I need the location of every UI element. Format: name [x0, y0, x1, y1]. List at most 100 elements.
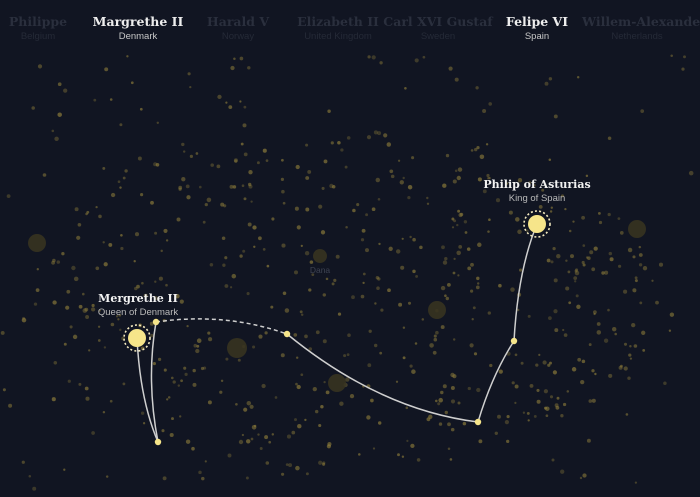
- background-star: [611, 326, 617, 332]
- background-star: [368, 329, 372, 333]
- path-node[interactable]: [152, 318, 160, 326]
- background-star: [412, 269, 416, 274]
- background-star: [311, 273, 315, 276]
- background-star: [120, 233, 123, 237]
- background-star: [327, 109, 331, 113]
- path-node[interactable]: [283, 330, 291, 338]
- background-star: [179, 299, 184, 304]
- background-star: [401, 237, 404, 240]
- background-star: [553, 309, 558, 314]
- background-star: [437, 402, 441, 406]
- background-star: [603, 338, 609, 343]
- path-node[interactable]: [474, 418, 482, 426]
- background-star: [450, 427, 455, 432]
- background-star: [548, 158, 552, 161]
- background-star: [296, 384, 301, 390]
- background-star: [295, 465, 300, 471]
- background-star: [402, 326, 406, 329]
- background-star: [422, 55, 426, 59]
- background-star: [84, 386, 89, 391]
- background-star: [409, 235, 412, 239]
- path-node[interactable]: [510, 337, 518, 345]
- background-star: [632, 288, 637, 293]
- background-star: [486, 173, 490, 178]
- background-star: [452, 179, 457, 184]
- background-star: [119, 186, 122, 189]
- background-star: [568, 301, 572, 305]
- background-star: [98, 214, 102, 219]
- background-star: [453, 219, 457, 223]
- background-star: [361, 228, 366, 233]
- background-star: [407, 301, 412, 305]
- background-star: [582, 473, 587, 478]
- background-star: [118, 313, 122, 317]
- background-star: [321, 186, 325, 190]
- background-star: [53, 361, 58, 365]
- background-star: [71, 265, 76, 271]
- background-star: [411, 156, 415, 160]
- background-star: [36, 268, 39, 271]
- background-star: [642, 266, 648, 271]
- background-star: [467, 386, 471, 391]
- path-node[interactable]: [154, 438, 162, 446]
- background-star: [395, 380, 399, 383]
- background-star: [401, 455, 405, 458]
- background-star: [383, 133, 388, 138]
- background-star: [126, 55, 129, 58]
- background-star: [441, 245, 445, 250]
- background-star: [130, 81, 134, 85]
- background-star: [452, 374, 457, 379]
- background-star: [248, 170, 253, 175]
- background-star: [681, 67, 685, 71]
- background-star: [66, 289, 71, 294]
- background-star: [574, 270, 580, 276]
- background-star: [246, 292, 250, 296]
- background-star: [54, 136, 59, 142]
- background-star: [379, 61, 383, 65]
- background-star: [152, 362, 156, 366]
- background-star: [553, 114, 558, 119]
- background-star: [374, 302, 377, 305]
- background-star: [508, 210, 513, 215]
- background-star: [183, 366, 187, 370]
- monarch-country: Spain: [524, 31, 550, 42]
- background-star: [82, 308, 88, 313]
- background-star: [444, 257, 448, 261]
- background-star: [514, 401, 517, 405]
- background-star: [575, 268, 579, 272]
- background-star: [377, 131, 382, 136]
- background-star: [628, 353, 632, 357]
- background-star: [551, 458, 555, 462]
- background-star: [8, 403, 13, 408]
- background-star: [593, 246, 598, 251]
- background-star: [356, 203, 360, 207]
- background-star: [608, 251, 613, 256]
- background-star: [669, 312, 675, 317]
- background-star: [184, 372, 188, 377]
- background-star: [487, 311, 491, 315]
- endpoint-star-left[interactable]: [123, 324, 151, 352]
- background-star: [304, 334, 308, 339]
- background-star: [261, 383, 266, 389]
- background-star: [6, 194, 11, 199]
- background-star: [314, 409, 319, 414]
- background-star: [457, 274, 460, 277]
- background-star: [241, 433, 245, 437]
- background-star: [257, 433, 260, 436]
- background-star: [235, 402, 238, 406]
- background-star: [580, 379, 585, 385]
- background-star: [433, 334, 437, 338]
- endpoint-star-right[interactable]: [523, 210, 551, 238]
- background-star: [495, 198, 501, 203]
- background-star: [629, 345, 632, 348]
- background-star: [414, 58, 419, 63]
- background-star: [206, 197, 212, 203]
- background-star: [284, 308, 290, 313]
